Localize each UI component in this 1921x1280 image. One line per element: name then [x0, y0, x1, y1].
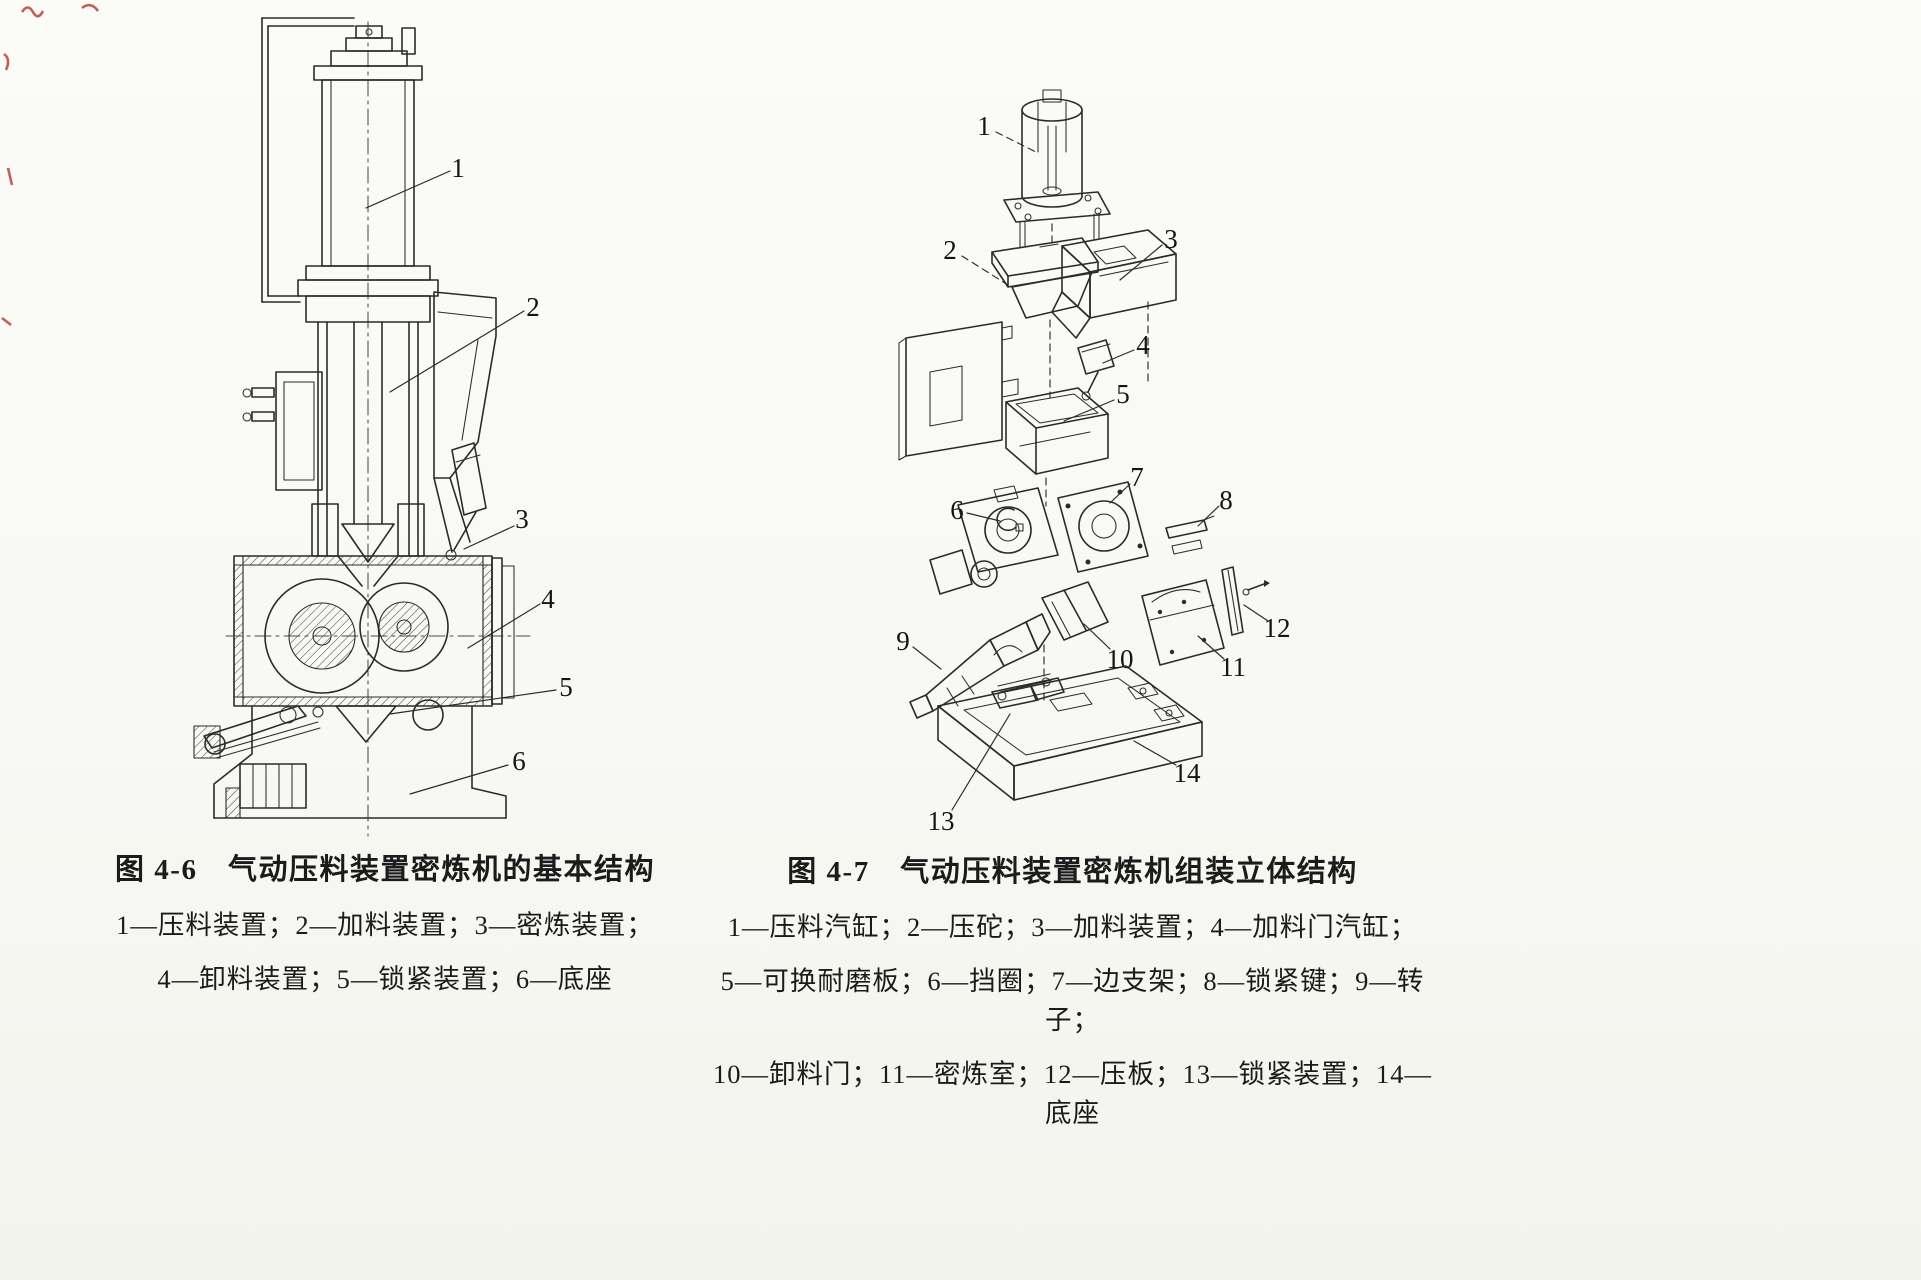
mixing-chamber-block [1141, 579, 1225, 666]
callout-9: 9 [896, 626, 910, 656]
feeding-device [1051, 229, 1177, 339]
fig-4-6-title: 图 4-6 气动压料装置密炼机的基本结构 [115, 854, 655, 886]
callout-2: 2 [943, 235, 957, 265]
fig-4-6-legend-line-1: 1—压料装置；2—加料装置；3—密炼装置； [116, 910, 654, 940]
fig-4-6-callouts: 1 2 3 4 5 6 [451, 153, 573, 776]
red-mark [1, 316, 12, 327]
fig-4-7-caption: 图 4-7 气动压料装置密炼机组装立体结构 1—压料汽缸；2—压砣；3—加料装置… [700, 848, 1445, 1130]
fig-4-7-legend-line-1: 1—压料汽缸；2—压砣；3—加料装置；4—加料门汽缸； [727, 912, 1418, 942]
red-mark [6, 167, 14, 186]
red-mark [20, 6, 45, 18]
fig-4-7-title: 图 4-7 气动压料装置密炼机组装立体结构 [787, 856, 1358, 888]
locking-key [1165, 515, 1215, 555]
red-mark [3, 52, 10, 71]
ram-rod [311, 321, 425, 587]
callout-10: 10 [1107, 644, 1134, 674]
callout-13: 13 [928, 806, 955, 836]
press-cylinder [1003, 89, 1111, 248]
fig-4-6-legend-line-2: 4—卸料装置；5—锁紧装置；6—底座 [157, 964, 613, 994]
fig-4-6-caption: 图 4-6 气动压料装置密炼机的基本结构 1—压料装置；2—加料装置；3—密炼装… [90, 846, 680, 996]
callout-7: 7 [1130, 462, 1144, 492]
air-pipe [242, 17, 355, 422]
base-slab [937, 665, 1203, 801]
fig-4-6-drawing: 1 2 3 4 5 6 [193, 17, 573, 837]
pressing-plate [1221, 566, 1270, 636]
locking-mechanism [193, 705, 324, 759]
rotor-left [264, 578, 380, 694]
red-ink-marks [1, 3, 100, 327]
callout-1: 1 [451, 153, 465, 183]
callout-5: 5 [1116, 379, 1130, 409]
fig-4-7-callouts: 1 2 3 4 5 6 7 8 9 10 11 12 13 14 [896, 111, 1290, 836]
callout-6: 6 [950, 495, 964, 525]
callout-3: 3 [515, 504, 529, 534]
feed-door-cylinder [1077, 339, 1115, 401]
callout-8: 8 [1219, 485, 1233, 515]
red-mark [81, 3, 100, 12]
upper-housing [275, 279, 439, 557]
callout-11: 11 [1220, 652, 1246, 682]
callout-3: 3 [1164, 224, 1178, 254]
exploded-axis-lines [1043, 223, 1149, 701]
callout-2: 2 [526, 292, 540, 322]
discharge-door [335, 699, 449, 743]
callout-4: 4 [1136, 330, 1150, 360]
callout-4: 4 [541, 584, 555, 614]
ram-weight [991, 237, 1099, 319]
fig-4-7-drawing: 1 2 3 4 5 6 7 8 9 10 11 12 13 14 [896, 89, 1291, 836]
feed-hopper [433, 291, 497, 561]
chamber-left-half [929, 485, 1059, 595]
cylinder-cap [330, 25, 416, 67]
discharge-door-47 [1041, 581, 1109, 641]
callout-leaders-47 [912, 131, 1269, 811]
feed-door-plate [898, 321, 1019, 461]
rotor-right [359, 582, 449, 672]
fig-4-7-legend-line-2: 5—可换耐磨板；6—挡圈；7—边支架；8—锁紧键；9—转子； [720, 966, 1425, 1035]
callout-5: 5 [559, 672, 573, 702]
fig-4-7-legend-line-3: 10—卸料门；11—密炼室；12—压板；13—锁紧装置；14—底座 [712, 1059, 1433, 1128]
rotor [909, 613, 1051, 719]
callout-1: 1 [977, 111, 991, 141]
callout-6: 6 [512, 746, 526, 776]
machine-base [213, 705, 507, 819]
callout-14: 14 [1174, 758, 1202, 788]
wear-plate [1005, 387, 1109, 475]
callout-12: 12 [1264, 613, 1291, 643]
side-frame [1057, 481, 1149, 573]
callout-leaders [365, 170, 557, 795]
